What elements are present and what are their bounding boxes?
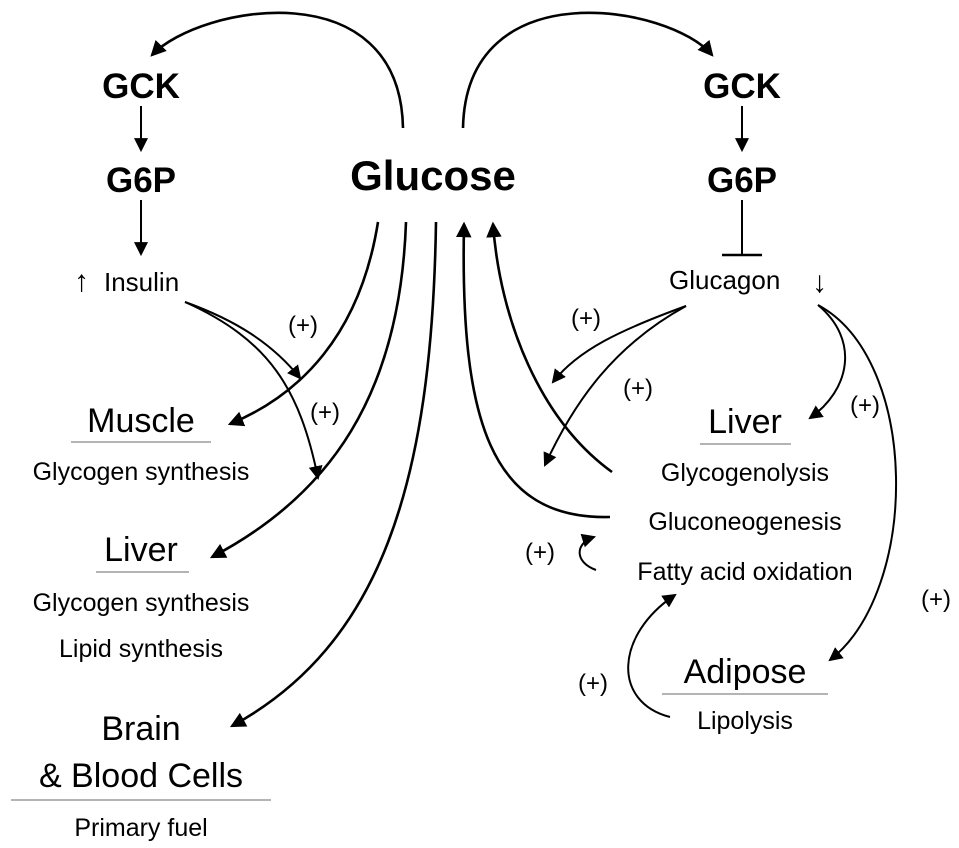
fatty-acid-gluconeogenesis-plus-label: (+) [525,539,555,566]
glucagon-liver-plus-label: (+) [850,392,880,419]
lipolysis-label: Lipolysis [697,707,793,735]
blood-cells-title: & Blood Cells [39,757,243,795]
fatty-acid-to-gluconeogenesis-arrow [578,533,597,571]
glucagon-to-adipose-arrow [817,304,897,662]
primary-fuel-label: Primary fuel [74,814,207,842]
lipolysis-to-fatty-acid-arrow [627,593,677,718]
glucagon-to-gluconeogenesis-arrow [543,305,687,467]
glucagon-adipose-plus-label: (+) [921,586,951,613]
insulin-muscle-plus-label: (+) [288,312,318,339]
insulin-label: Insulin [104,267,179,297]
adipose-title: Adipose [684,653,807,691]
lipolysis-fatty-acid-plus-label: (+) [578,670,608,697]
glucose-to-left-liver-arrow [209,221,408,559]
right-liver-title: Liver [708,403,782,441]
insulin-up-arrow-icon: ↑ [74,265,89,298]
right-g6p-label: G6P [707,161,777,200]
fatty-acid-oxidation-label: Fatty acid oxidation [637,558,852,586]
left-g6p-label: G6P [106,161,176,200]
glucose-to-muscle-arrow [227,221,380,427]
glucagon-to-glycogenolysis-arrow [551,305,687,384]
brain-title: Brain [101,710,180,748]
left-liver-lipid-synthesis-label: Lipid synthesis [59,635,223,663]
glucagon-label: Glucagon [669,265,780,295]
gluconeogenesis-label: Gluconeogenesis [648,508,841,536]
right-gck-label: GCK [703,67,781,106]
glucose-to-brain-arrow [229,221,438,728]
left-liver-title: Liver [104,531,178,569]
insulin-to-muscle-arrow [184,301,302,380]
glucagon-gluconeogenesis-plus-label: (+) [623,375,653,402]
glucose-label: Glucose [350,152,516,199]
glycogenolysis-to-glucose-arrow [486,221,613,474]
glucagon-to-liver-arrow [808,304,847,420]
glucose-to-right-gck-arrow [461,11,714,129]
insulin-to-liver-arrow [184,301,323,481]
glycogenolysis-label: Glycogenolysis [661,459,829,487]
insulin-liver-plus-label: (+) [310,399,340,426]
glucagon-glycogenolysis-plus-label: (+) [571,305,601,332]
left-gck-label: GCK [102,67,180,106]
glucagon-down-arrow-icon: ↓ [812,266,827,299]
left-liver-glycogen-synthesis-label: Glycogen synthesis [33,589,250,617]
glucose-to-left-gck-arrow [150,11,405,129]
gluconeogenesis-to-glucose-arrow [455,221,611,519]
muscle-glycogen-synthesis-label: Glycogen synthesis [33,458,250,486]
muscle-title: Muscle [87,402,195,440]
